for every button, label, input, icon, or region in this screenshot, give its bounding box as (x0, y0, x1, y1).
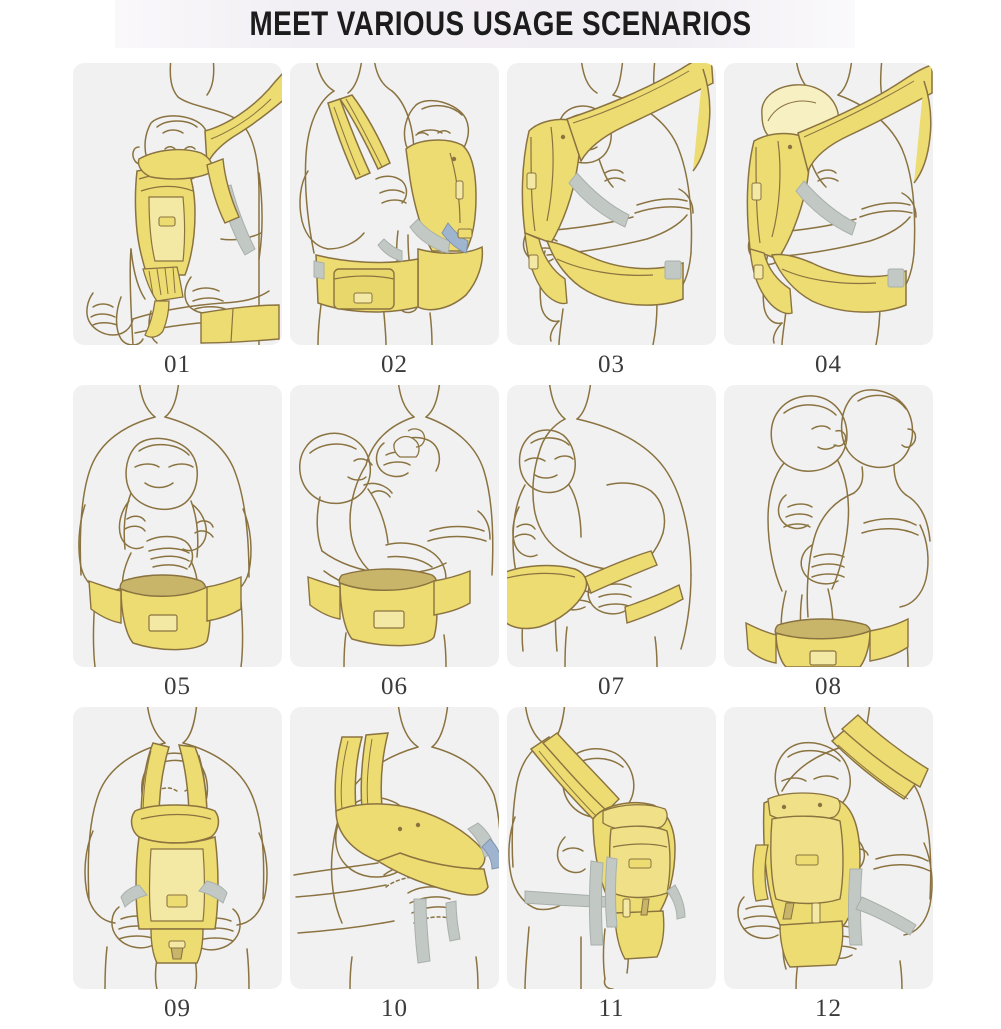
scenario-cell-03: 03 (507, 63, 716, 385)
scenario-caption-01: 01 (164, 351, 191, 378)
page-title: MEET VARIOUS USAGE SCENARIOS (249, 4, 752, 43)
scenario-illustration-07 (507, 385, 716, 667)
scenario-cell-08: 08 (724, 385, 933, 707)
scenario-cell-06: 06 (290, 385, 499, 707)
scenario-caption-06: 06 (381, 673, 408, 700)
product-usage-scenarios-infographic: MEET VARIOUS USAGE SCENARIOS (73, 0, 933, 1022)
scenario-illustration-01 (73, 63, 282, 345)
scenario-illustration-11 (507, 707, 716, 989)
scenario-cell-04: 04 (724, 63, 933, 385)
scenario-illustration-02 (290, 63, 499, 345)
scenario-caption-02: 02 (381, 351, 408, 378)
scenario-illustration-05 (73, 385, 282, 667)
scenario-cell-10: 10 (290, 707, 499, 1029)
scenario-caption-08: 08 (815, 673, 842, 700)
scenario-caption-10: 10 (381, 995, 408, 1022)
scenario-caption-03: 03 (598, 351, 625, 378)
scenario-illustration-06 (290, 385, 499, 667)
scenario-illustration-08 (724, 385, 933, 667)
title-band (115, 0, 855, 48)
scenario-cell-02: 02 (290, 63, 499, 385)
scenario-caption-07: 07 (598, 673, 625, 700)
scenario-illustration-09 (73, 707, 282, 989)
scenario-caption-12: 12 (815, 995, 842, 1022)
scenario-illustration-10 (290, 707, 499, 989)
scenario-illustration-04 (724, 63, 933, 345)
scenario-cell-12: 12 (724, 707, 933, 1029)
scenario-caption-09: 09 (164, 995, 191, 1022)
scenario-grid: 01 (73, 63, 933, 1029)
scenario-cell-01: 01 (73, 63, 282, 385)
scenario-illustration-12 (724, 707, 933, 989)
scenario-cell-09: 09 (73, 707, 282, 1029)
scenario-cell-07: 07 (507, 385, 716, 707)
scenario-cell-05: 05 (73, 385, 282, 707)
scenario-cell-11: 11 (507, 707, 716, 1029)
scenario-caption-11: 11 (598, 995, 625, 1022)
scenario-caption-05: 05 (164, 673, 191, 700)
scenario-caption-04: 04 (815, 351, 842, 378)
scenario-illustration-03 (507, 63, 716, 345)
